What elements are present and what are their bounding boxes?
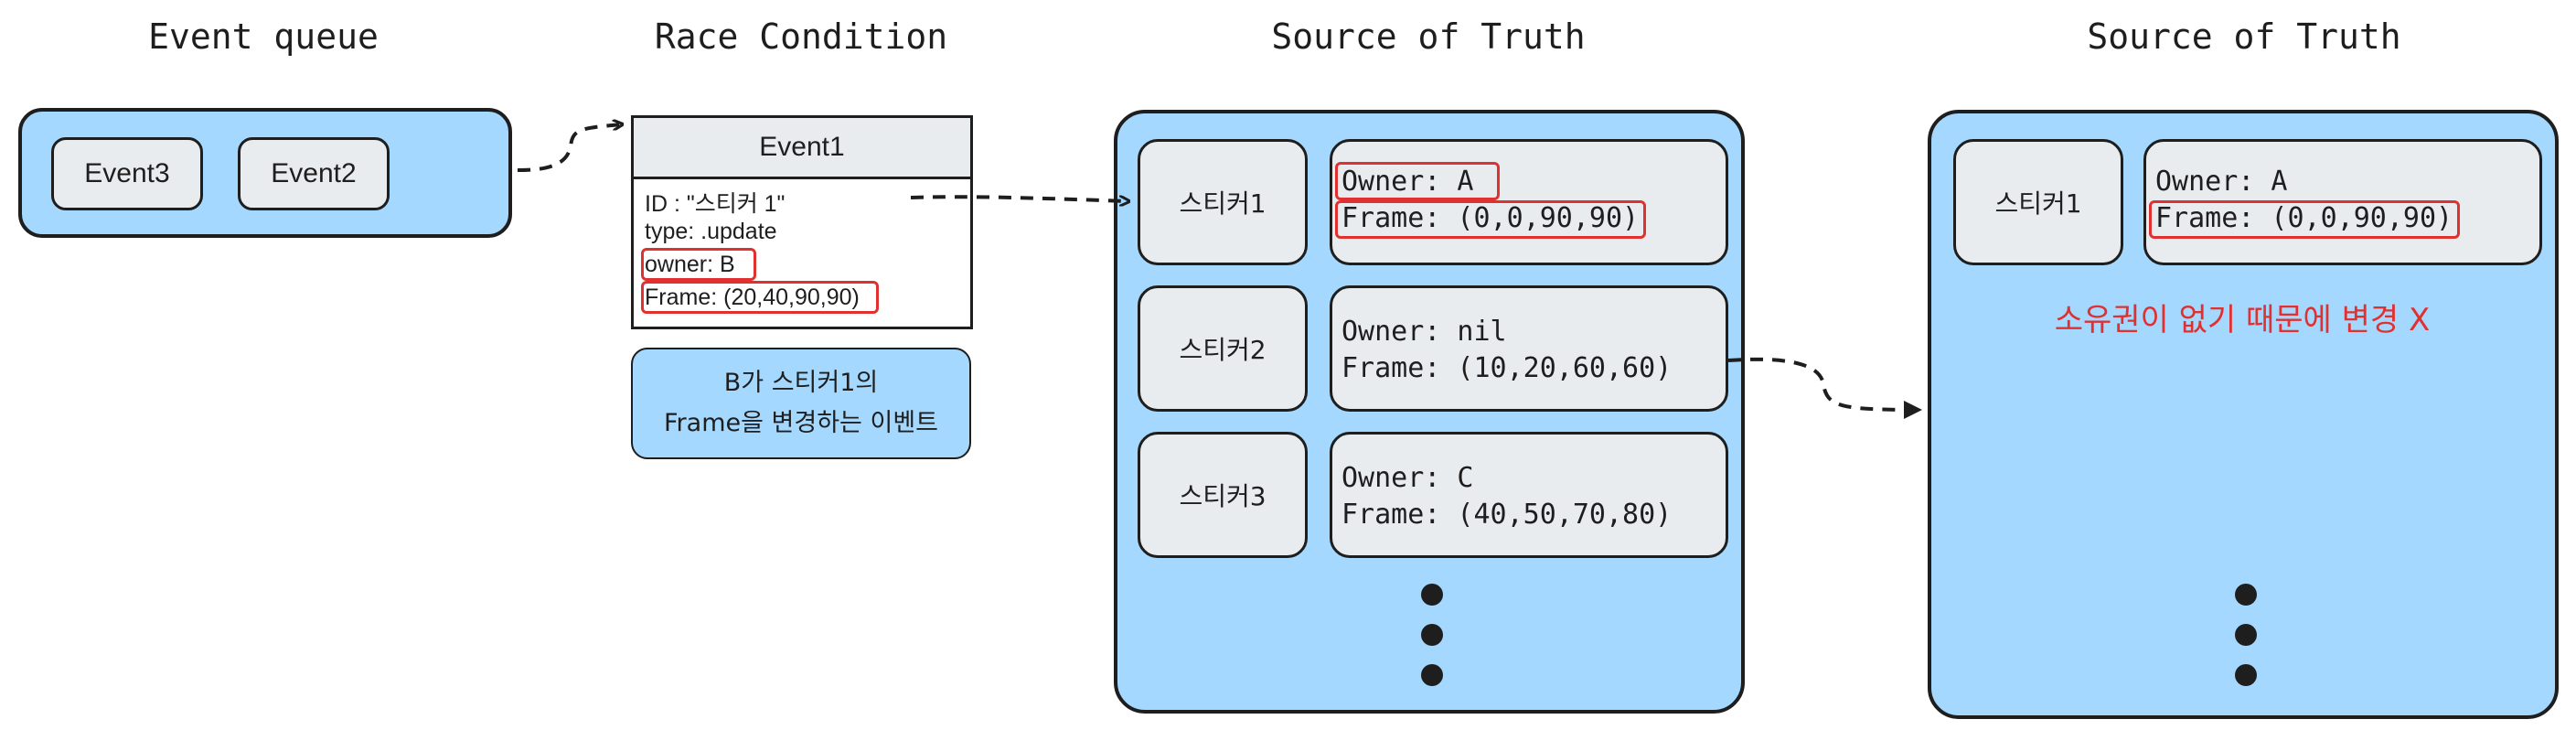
- ellipsis-dot: [1421, 584, 1443, 606]
- sticker3-owner: Owner: C: [1341, 462, 1474, 494]
- owner-highlight: [641, 248, 756, 281]
- sticker1-info: Owner: A Frame: (0,0,90,90): [1330, 139, 1728, 265]
- frame-highlight: [641, 281, 879, 314]
- ellipsis-dot: [2235, 624, 2257, 646]
- source-of-truth-result-heading: Source of Truth: [2087, 16, 2401, 57]
- event-to-truth-arrow: [910, 195, 1128, 201]
- ellipsis-dot: [1421, 664, 1443, 686]
- event1-owner: owner: B: [645, 252, 735, 277]
- sticker1-frame: Frame: (0,0,90,90): [1341, 202, 1640, 234]
- event-description-note: B가 스티커1의 Frame을 변경하는 이벤트: [631, 348, 971, 459]
- no-ownership-message: 소유권이 없기 때문에 변경 X: [2054, 302, 2431, 338]
- note-line-1: B가 스티커1의: [723, 369, 879, 397]
- result-sticker1-label: 스티커1: [1953, 139, 2123, 265]
- source-of-truth-result-panel: 스티커1 Owner: A Frame: (0,0,90,90): [1928, 110, 2559, 719]
- result-frame-highlight: [2149, 200, 2460, 239]
- ellipsis-dot: [2235, 664, 2257, 686]
- result-sticker1-info: Owner: A Frame: (0,0,90,90): [2143, 139, 2542, 265]
- ellipsis-dot: [1421, 624, 1443, 646]
- sticker2-owner: Owner: nil: [1341, 316, 1507, 348]
- result-sticker1-owner: Owner: A: [2155, 166, 2288, 198]
- sticker1-frame-highlight: [1335, 200, 1646, 239]
- race-condition-heading: Race Condition: [654, 16, 948, 57]
- event1-type: type: .update: [645, 219, 777, 244]
- event1-frame: Frame: (20,40,90,90): [645, 284, 860, 310]
- sticker1-owner-highlight: [1335, 162, 1500, 200]
- sticker2-info: Owner: nil Frame: (10,20,60,60): [1330, 285, 1728, 412]
- ellipsis-dot: [2235, 584, 2257, 606]
- source-of-truth-heading: Source of Truth: [1271, 16, 1586, 57]
- event-queue-panel: Event3 Event2: [18, 108, 512, 238]
- event1-id: ID : "스티커 1": [645, 191, 786, 217]
- sticker1-owner: Owner: A: [1341, 166, 1474, 198]
- sticker3-info: Owner: C Frame: (40,50,70,80): [1330, 432, 1728, 558]
- event-queue-heading: Event queue: [148, 16, 379, 57]
- sticker3-frame: Frame: (40,50,70,80): [1341, 499, 1673, 531]
- truth-to-result-arrow: [1727, 357, 1922, 419]
- result-sticker1-frame: Frame: (0,0,90,90): [2155, 202, 2453, 234]
- queued-event-2: Event2: [238, 137, 390, 210]
- note-line-2: Frame을 변경하는 이벤트: [663, 409, 938, 437]
- source-of-truth-panel: 스티커1 Owner: A Frame: (0,0,90,90) 스티커2 Ow…: [1114, 110, 1745, 714]
- event1-box: Event1 ID : "스티커 1" type: .update owner:…: [631, 115, 973, 329]
- queued-event-3: Event3: [51, 137, 203, 210]
- sticker2-label: 스티커2: [1138, 285, 1308, 412]
- sticker2-frame: Frame: (10,20,60,60): [1341, 352, 1673, 384]
- sticker3-label: 스티커3: [1138, 432, 1308, 558]
- sticker1-label: 스티커1: [1138, 139, 1308, 265]
- queue-to-event-arrow: [517, 124, 622, 172]
- event1-title: Event1: [634, 118, 970, 179]
